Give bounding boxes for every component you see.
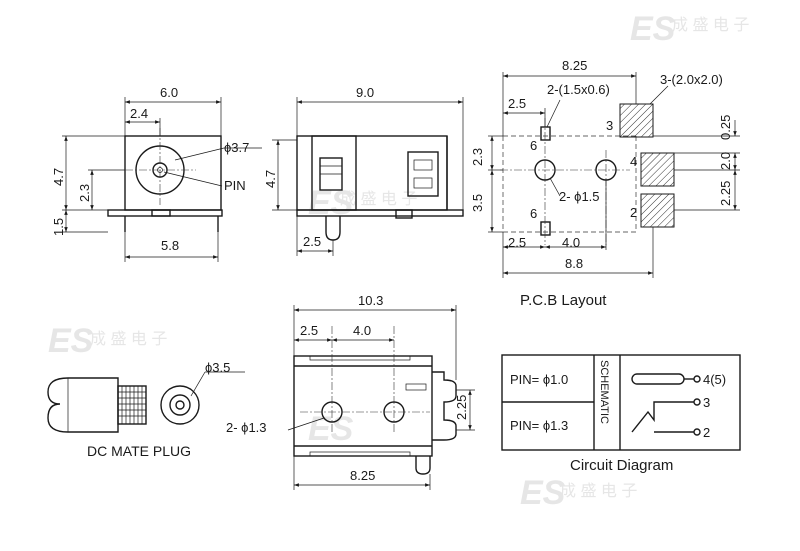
- pcb-pad-offset: 0.25: [718, 115, 733, 140]
- front-pin-label: PIN: [224, 178, 246, 193]
- pcb-title: P.C.B Layout: [520, 292, 607, 309]
- plug-title: DC MATE PLUG: [87, 443, 191, 459]
- pcb-dim-4-0: 4.0: [562, 235, 580, 250]
- bottom-right-dim: 2.25: [454, 395, 469, 420]
- side-view: 9.0 2.5 4.7: [263, 85, 464, 256]
- front-view: 6.0 2.4 ϕ3.7 PIN 5.8 4.7 2.3 1.5: [51, 85, 262, 262]
- front-center: 2.3: [77, 184, 92, 202]
- pcb-dim-2-3: 2.3: [470, 148, 485, 166]
- pcb-dim-2-25: 2.25: [718, 181, 733, 206]
- pcb-dim-2-5-bottom: 2.5: [508, 235, 526, 250]
- pcb-slot-note: 2-(1.5x0.6): [547, 82, 610, 97]
- bottom-view: 10.3 2.5 4.0 2- ϕ1.3 8.25 2.25: [226, 293, 475, 490]
- dc-mate-plug: ϕ3.5 DC MATE PLUG: [47, 360, 245, 459]
- pcb-pad-note: 3-(2.0x2.0): [660, 72, 723, 87]
- pcb-pin-3: 3: [606, 118, 613, 133]
- circuit-pin-a: PIN= ϕ1.0: [510, 372, 568, 387]
- watermark: ES ES ES ES ES 成 盛 电 子 成 盛 电 子 成 盛 电 子 成…: [48, 10, 749, 512]
- bottom-hole-note: 2- ϕ1.3: [226, 420, 267, 435]
- pcb-pin-6-bottom: 6: [530, 206, 537, 221]
- circuit-label-45: 4(5): [703, 372, 726, 387]
- bottom-dim-2-5: 2.5: [300, 323, 318, 338]
- svg-text:成 盛 电 子: 成 盛 电 子: [90, 330, 167, 348]
- plug-knurl: [118, 386, 146, 424]
- bottom-length: 10.3: [358, 293, 383, 308]
- pcb-pin-2: 2: [630, 205, 637, 220]
- front-width-inner: 2.4: [130, 106, 148, 121]
- svg-text:ES: ES: [520, 474, 566, 512]
- circuit-schematic-label: SCHEMATIC: [598, 360, 610, 424]
- front-width-bottom: 5.8: [161, 238, 179, 253]
- pcb-hole-note: 2- ϕ1.5: [559, 189, 600, 204]
- circuit-title: Circuit Diagram: [570, 457, 673, 474]
- pcb-overall-width: 8.25: [562, 58, 587, 73]
- bottom-dim-4-0: 4.0: [353, 323, 371, 338]
- svg-text:ES: ES: [48, 322, 94, 360]
- circuit-diagram: PIN= ϕ1.0 PIN= ϕ1.3 SCHEMATIC 4(5) 3 2 C…: [501, 354, 741, 474]
- svg-text:成 盛 电 子: 成 盛 电 子: [560, 482, 637, 500]
- svg-text:ES: ES: [308, 410, 354, 448]
- side-height: 4.7: [263, 170, 278, 188]
- svg-text:成 盛 电 子: 成 盛 电 子: [340, 190, 417, 208]
- side-length: 9.0: [356, 85, 374, 100]
- pcb-pin-4: 4: [630, 154, 637, 169]
- pcb-pin-6-top: 6: [530, 138, 537, 153]
- pcb-dim-3-5: 3.5: [470, 194, 485, 212]
- circuit-pin-b: PIN= ϕ1.3: [510, 418, 568, 433]
- pcb-layout: 8.25 2-(1.5x0.6) 3-(2.0x2.0) 2.5 2- ϕ1.5…: [470, 58, 740, 309]
- circuit-label-2: 2: [703, 425, 710, 440]
- front-width-top: 6.0: [160, 85, 178, 100]
- front-base: 1.5: [51, 218, 66, 236]
- schematic-symbol: [631, 373, 701, 436]
- plug-dia: ϕ3.5: [205, 360, 230, 375]
- pcb-dim-8-8: 8.8: [565, 256, 583, 271]
- circuit-label-3: 3: [703, 395, 710, 410]
- front-height: 4.7: [51, 168, 66, 186]
- svg-text:ES: ES: [630, 10, 676, 48]
- pcb-dim-2-5-top: 2.5: [508, 96, 526, 111]
- svg-text:成 盛 电 子: 成 盛 电 子: [672, 16, 749, 34]
- bottom-dim-8-25: 8.25: [350, 468, 375, 483]
- pcb-dim-2-0: 2.0: [718, 152, 733, 170]
- front-hole-dia: ϕ3.7: [224, 140, 249, 155]
- side-pin-offset: 2.5: [303, 234, 321, 249]
